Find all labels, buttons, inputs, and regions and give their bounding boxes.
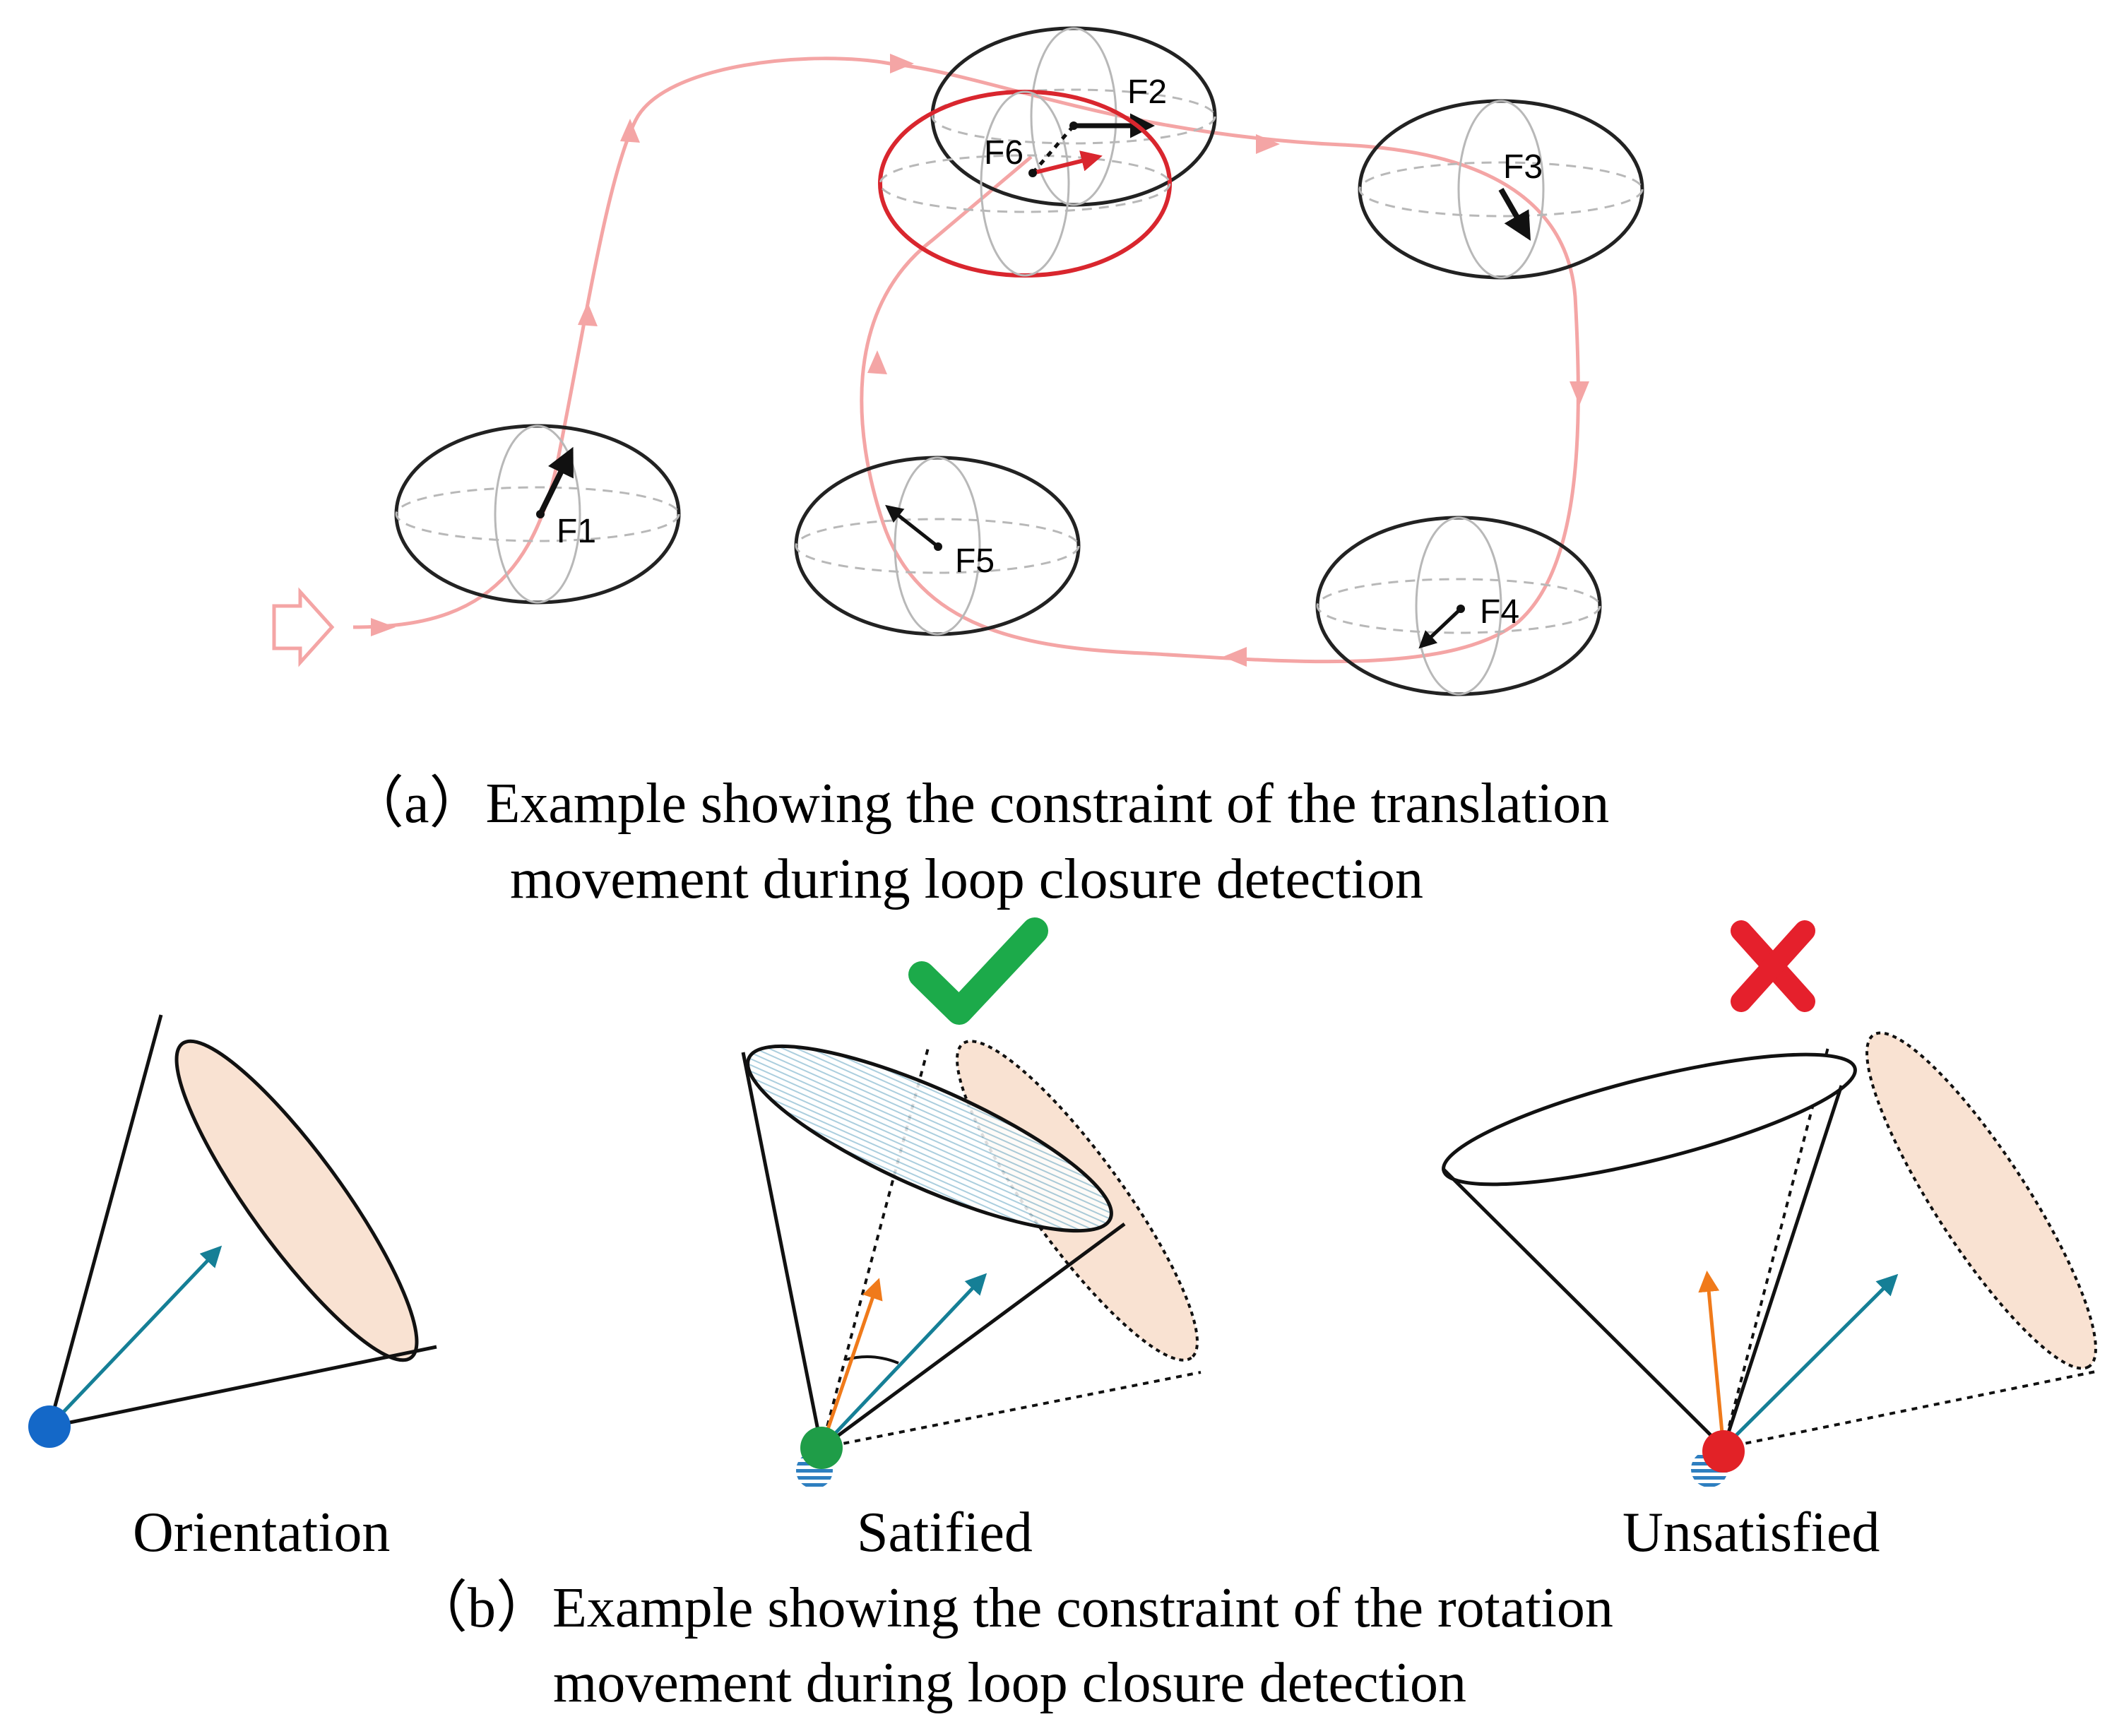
ellipsoid-f2: F2 [930,26,1217,207]
pose-arrow-f5 [885,504,939,548]
trajectory-direction-markers [371,54,1589,667]
ellipsoid-f4: F4 [1315,516,1602,696]
direction-marker-icon [371,618,396,636]
translation-diagram: F1 F2 F6 F3 [272,26,1644,696]
pose-arrow-f1 [538,446,574,516]
reference-orientation-arrow [1722,1273,1899,1449]
label-unsatisfied: Unsatisfied [1622,1502,1880,1564]
label-satisfied: Satified [857,1502,1033,1564]
ellipsoid-f5: F5 [794,456,1081,636]
direction-marker-icon [1570,381,1589,405]
node-label-f5: F5 [955,542,995,580]
node-label-f3: F3 [1503,148,1543,186]
label-orientation: Orientation [133,1502,391,1564]
caption-b-line1: （b）Example showing the constraint of the… [411,1577,1613,1639]
cross-mark-icon [1731,920,1815,1012]
direction-marker-icon [867,350,887,374]
check-mark-icon [908,917,1048,1025]
camera-dot-green [800,1427,843,1469]
reference-orientation-arrow [820,1273,987,1449]
angle-arc [846,1355,899,1365]
caption-a-line1: （a）Example showing the constraint of the… [348,773,1610,835]
pose-arrow-f3 [1498,188,1531,241]
cone-orientation [28,1014,437,1448]
camera-dot-blue [28,1405,71,1448]
cone-satisfied [741,1040,1202,1489]
pose-arrow-f6 [1032,150,1103,175]
direction-marker-icon [890,54,914,73]
direction-marker-icon [1256,134,1280,154]
orientation-arrow [48,1245,223,1428]
node-label-f6: F6 [984,134,1024,172]
current-orientation-arrow [1698,1271,1726,1449]
pose-arrow-f4 [1418,607,1462,649]
start-arrow-icon [272,587,335,667]
camera-dot-red [1702,1430,1745,1473]
ellipsoid-f1: F1 [394,424,681,605]
caption-a-line2: movement during loop closure detection [510,848,1424,910]
node-label-f1: F1 [557,513,596,550]
direction-marker-icon [620,119,640,143]
direction-marker-icon [1223,647,1247,667]
node-label-f4: F4 [1480,593,1519,631]
rotation-diagram [28,917,2097,1489]
node-label-f2: F2 [1127,73,1167,111]
ellipsoid-f3: F3 [1358,99,1644,280]
caption-b-line2: movement during loop closure detection [553,1652,1467,1714]
ellipsoid-f6-loop-closure: F6 [878,90,1172,278]
cone-unsatisfied [1442,1031,2097,1487]
direction-marker-icon [578,302,598,326]
current-orientation-arrow [819,1278,883,1449]
